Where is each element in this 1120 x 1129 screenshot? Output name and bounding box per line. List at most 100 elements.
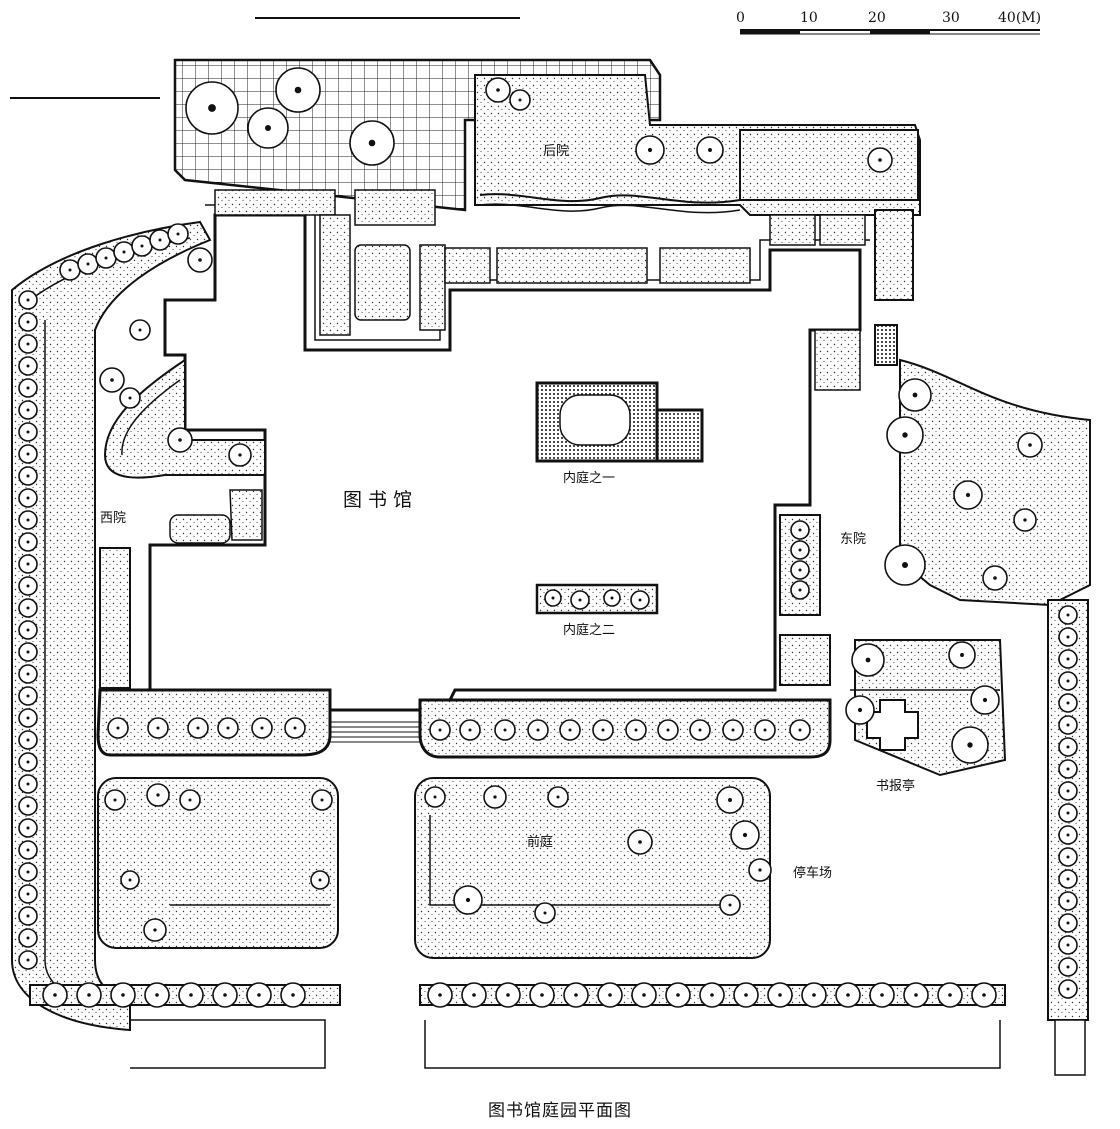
tree-trunk-dot [610, 596, 614, 600]
tree-trunk-dot [26, 628, 30, 632]
tree-trunk-dot [26, 760, 30, 764]
tree-trunk-dot [291, 993, 295, 997]
tree-trunk-dot [865, 657, 871, 663]
tree-trunk-dot [26, 364, 30, 368]
scale-tick-40m: 40(M) [998, 10, 1041, 26]
tree-trunk-dot [857, 707, 863, 713]
tree-trunk-dot [763, 728, 767, 732]
tree-trunk-dot [223, 993, 227, 997]
tree-trunk-dot [728, 903, 732, 907]
library-label: 图 书 馆 [343, 489, 412, 511]
tree-trunk-dot [634, 728, 638, 732]
tree-trunk-dot [238, 453, 242, 457]
tree-trunk-dot [1066, 679, 1070, 683]
tree-trunk-dot [189, 993, 193, 997]
tree-trunk-dot [758, 868, 762, 872]
tree-trunk-dot [982, 993, 986, 997]
tree-trunk-dot [698, 728, 702, 732]
tree-trunk-dot [26, 694, 30, 698]
tree-trunk-dot [438, 728, 442, 732]
tree-trunk-dot [138, 328, 142, 332]
tree-trunk-dot [116, 726, 120, 730]
tree-trunk-dot [642, 993, 646, 997]
tree-trunk-dot [226, 726, 230, 730]
tree-trunk-dot [846, 993, 850, 997]
tree-trunk-dot [1066, 811, 1070, 815]
tree-trunk-dot [676, 993, 680, 997]
front-court-lawn [414, 777, 771, 959]
scale-bar: 0 10 20 30 40(M) [736, 10, 1041, 35]
tree-trunk-dot [540, 993, 544, 997]
tree-trunk-dot [26, 672, 30, 676]
front-planting-strip-east [418, 698, 832, 759]
tree-trunk-dot [26, 298, 30, 302]
tree-trunk-dot [948, 993, 952, 997]
tree-trunk-dot [536, 728, 540, 732]
tree-trunk-dot [731, 728, 735, 732]
tree-trunk-dot [26, 848, 30, 852]
scale-tick-20: 20 [868, 10, 886, 26]
tree-trunk-dot [551, 596, 555, 600]
tree-trunk-dot [465, 897, 471, 903]
tree-trunk-dot [26, 804, 30, 808]
tree-trunk-dot [1066, 635, 1070, 639]
tree-trunk-dot [208, 104, 216, 112]
tree-trunk-dot [26, 958, 30, 962]
tree-trunk-dot [778, 993, 782, 997]
tree-trunk-dot [1066, 965, 1070, 969]
tree-trunk-dot [68, 268, 72, 272]
tree-trunk-dot [798, 548, 802, 552]
tree-trunk-dot [265, 125, 271, 131]
tree-trunk-dot [1066, 745, 1070, 749]
tree-trunk-dot [320, 798, 324, 802]
tree-trunk-dot [122, 250, 126, 254]
tree-trunk-dot [493, 795, 497, 799]
tree-trunk-dot [468, 728, 472, 732]
tree-trunk-dot [110, 378, 114, 382]
tree-trunk-dot [601, 728, 605, 732]
tree-trunk-dot [128, 878, 132, 882]
tree-trunk-dot [26, 518, 30, 522]
tree-trunk-dot [568, 728, 572, 732]
tree-trunk-dot [518, 98, 522, 102]
tree-trunk-dot [1066, 877, 1070, 881]
tree-trunk-dot [53, 993, 57, 997]
tree-trunk-dot [496, 88, 500, 92]
tree-trunk-dot [26, 738, 30, 742]
tree-trunk-dot [1066, 943, 1070, 947]
tree-trunk-dot [556, 795, 560, 799]
tree-trunk-dot [153, 928, 157, 932]
tree-trunk-dot [914, 993, 918, 997]
tree-trunk-dot [638, 598, 642, 602]
east-yard-lawn [899, 358, 1091, 607]
tree-trunk-dot [26, 936, 30, 940]
tree-trunk-dot [26, 716, 30, 720]
tree-trunk-dot [543, 911, 547, 915]
scale-tick-30: 30 [942, 10, 960, 26]
tree-trunk-dot [1066, 987, 1070, 991]
tree-trunk-dot [87, 993, 91, 997]
tree-trunk-dot [294, 86, 302, 94]
tree-trunk-dot [578, 598, 582, 602]
tree-trunk-dot [965, 492, 971, 498]
tree-trunk-dot [1066, 833, 1070, 837]
tree-trunk-dot [155, 993, 159, 997]
newspaper-pavilion-label: 书报亭 [876, 778, 915, 794]
tree-trunk-dot [26, 408, 30, 412]
tree-trunk-dot [196, 726, 200, 730]
tree-trunk-dot [608, 993, 612, 997]
tree-trunk-dot [257, 993, 261, 997]
east-yard-label: 东院 [840, 532, 866, 547]
tree-trunk-dot [982, 697, 988, 703]
entrance-steps [330, 721, 420, 743]
tree-trunk-dot [293, 726, 297, 730]
inner-court-1-label: 内庭之一 [563, 470, 615, 486]
scale-tick-0: 0 [736, 10, 745, 26]
tree-trunk-dot [880, 993, 884, 997]
tree-trunk-dot [121, 993, 125, 997]
tree-trunk-dot [744, 993, 748, 997]
tree-trunk-dot [1066, 921, 1070, 925]
tree-trunk-dot [1023, 518, 1027, 522]
tree-trunk-dot [902, 562, 908, 568]
tree-trunk-dot [1066, 701, 1070, 705]
